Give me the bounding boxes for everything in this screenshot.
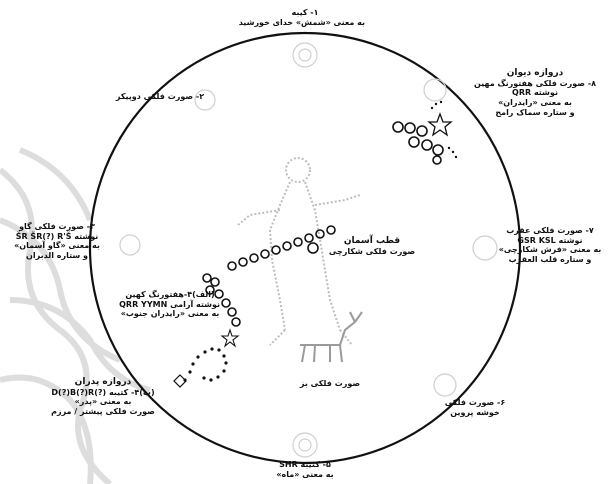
- label-bottom-line1: ۵- کتیبه SHR: [255, 460, 355, 470]
- big-dipper-stars: [393, 122, 443, 164]
- label-top-right-title: دروازه دیوان: [470, 68, 600, 79]
- label-top-right: دروازه دیوان ۸- صورت فلکی هفتورنگ مهین ن…: [470, 68, 600, 117]
- label-inner-left-line3: به معنی «رایدران جنوب»: [120, 309, 220, 319]
- goat-figure: [300, 312, 362, 362]
- label-right-line4: و ستاره قلب العقرب: [492, 255, 608, 265]
- label-bottom-right: ۶- صورت فلکی خوشه پروین: [435, 398, 515, 417]
- label-bottom-left-title: دروازه پدران: [38, 377, 168, 388]
- label-bottom-right-line2: خوشه پروین: [435, 408, 515, 418]
- label-top-left-line1: ۲- صورت فلکی دوپیکر: [105, 92, 215, 102]
- label-inner-left-line1: (الف)۴-هفتورنگ کهین: [120, 290, 220, 300]
- label-right: ۷- صورت فلکی عقرب نوشته GSR KSL به معنی …: [492, 226, 608, 264]
- label-bottom-line2: به معنی «ماه»: [255, 470, 355, 480]
- label-bottom-left-line2: به معنی «پدر»: [38, 397, 168, 407]
- label-inner-left-line2: نوشته آرامی QRR YYMN: [120, 300, 220, 310]
- label-top-line1: ۱- کیبه: [245, 8, 365, 18]
- small-star-icon: [222, 330, 238, 346]
- label-right-line3: به معنی «فرش شکارچی»: [492, 245, 608, 255]
- label-left-line1: ۳- صورت فلکی گاو: [2, 222, 112, 232]
- label-top-right-line1: ۸- صورت فلکی هفتورنگ مهین: [470, 79, 600, 89]
- label-center: قطب آسمان صورت فلکی شکارچی: [322, 236, 422, 256]
- label-top-right-line2: نوشته QRR: [470, 88, 600, 98]
- label-center-line1: صورت فلکی شکارچی: [322, 247, 422, 257]
- label-top-right-line3: به معنی «رایدران»: [470, 98, 600, 108]
- label-right-line1: ۷- صورت فلکی عقرب: [492, 226, 608, 236]
- label-top-right-line4: و ستاره سماک رامح: [470, 108, 600, 118]
- label-bottom: ۵- کتیبه SHR به معنی «ماه»: [255, 460, 355, 479]
- label-bottom-left-line3: صورت فلکی پیشتر / مرزم: [38, 407, 168, 417]
- label-goat: صورت فلکی بز: [290, 379, 370, 389]
- label-bottom-left-line1: (ب)۴- کتیبه (?)D(?)B(?)R: [38, 388, 168, 398]
- label-goat-line1: صورت فلکی بز: [290, 379, 370, 389]
- label-inner-left: (الف)۴-هفتورنگ کهین نوشته آرامی QRR YYMN…: [120, 290, 220, 319]
- label-left-line3: به معنی «گاو آسمان»: [2, 241, 112, 251]
- label-center-title: قطب آسمان: [322, 236, 422, 247]
- label-bottom-right-line1: ۶- صورت فلکی: [435, 398, 515, 408]
- star-icon: [429, 114, 451, 135]
- label-top-left: ۲- صورت فلکی دوپیکر: [105, 92, 215, 102]
- label-top-line2: به معنی «شمش» خدای خورشید: [245, 18, 365, 28]
- dotted-arc-stars: [183, 347, 227, 381]
- label-left-line2: نوشته ŠR ŠR(?) R'Š: [2, 232, 112, 242]
- label-right-line2: نوشته GSR KSL: [492, 236, 608, 246]
- label-top: ۱- کیبه به معنی «شمش» خدای خورشید: [245, 8, 365, 27]
- label-bottom-left: دروازه پدران (ب)۴- کتیبه (?)D(?)B(?)R به…: [38, 377, 168, 417]
- label-left-line4: و ستاره الدبران: [2, 251, 112, 261]
- label-left: ۳- صورت فلکی گاو نوشته ŠR ŠR(?) R'Š به م…: [2, 222, 112, 260]
